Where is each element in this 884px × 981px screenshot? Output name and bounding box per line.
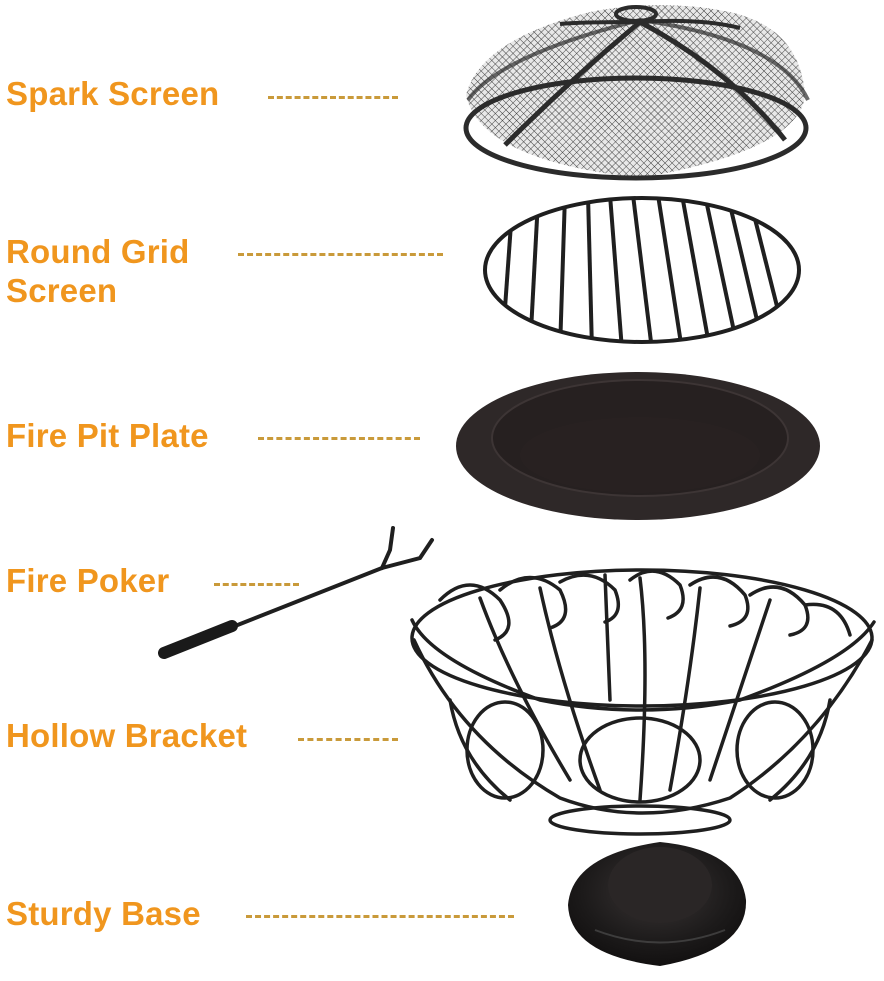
fire-pit-plate-icon xyxy=(456,372,820,520)
round-grid-screen-icon xyxy=(483,196,801,344)
hollow-bracket-icon xyxy=(410,568,876,836)
label-hollow-bracket: Hollow Bracket xyxy=(6,717,248,754)
label-sturdy-base: Sturdy Base xyxy=(6,895,201,932)
sturdy-base-icon xyxy=(568,842,747,966)
leader-line-fire-pit-plate xyxy=(258,437,420,440)
leader-line-fire-poker xyxy=(214,583,299,586)
label-fire-poker: Fire Poker xyxy=(6,562,170,599)
label-round-grid-line2: Screen xyxy=(6,272,118,309)
spark-screen-icon xyxy=(463,5,810,181)
leader-line-hollow-bracket xyxy=(298,738,398,741)
fire-poker-icon xyxy=(158,526,434,659)
leader-line-round-grid xyxy=(238,253,443,256)
label-round-grid-line1: Round Grid xyxy=(6,233,190,270)
label-spark-screen: Spark Screen xyxy=(6,75,220,112)
label-fire-pit-plate: Fire Pit Plate xyxy=(6,417,209,454)
leader-line-spark-screen xyxy=(268,96,398,99)
leader-line-sturdy-base xyxy=(246,915,514,918)
